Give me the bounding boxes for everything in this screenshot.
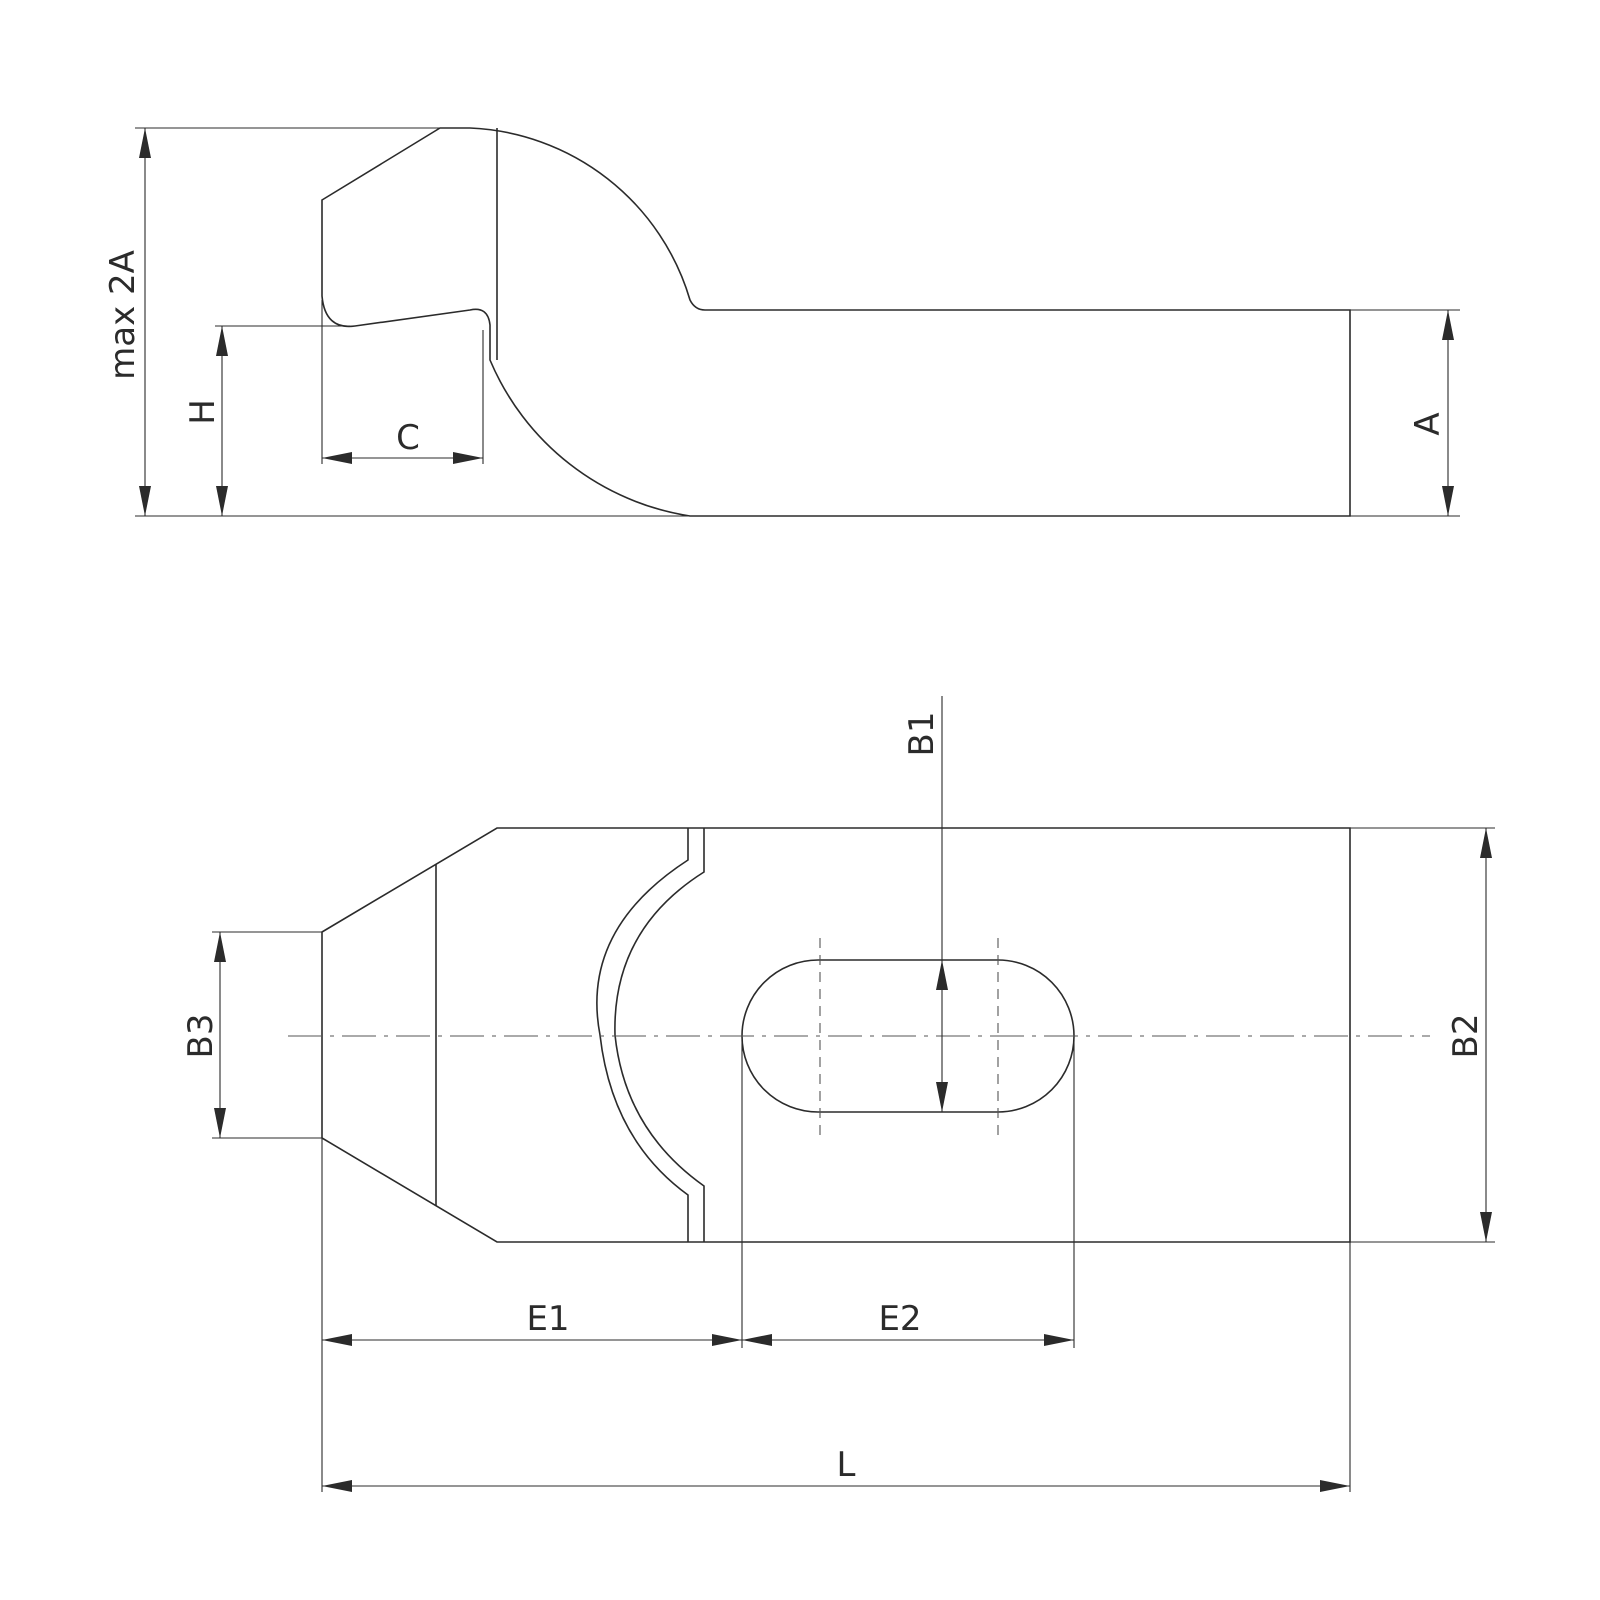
a-arrow-bottom bbox=[1442, 486, 1454, 516]
top-view: B1 B2 B3 E1 E2 L bbox=[181, 696, 1495, 1492]
e2-arrow-left bbox=[742, 1334, 772, 1346]
b2-arrow-top bbox=[1480, 828, 1492, 858]
h-arrow-top bbox=[216, 326, 228, 356]
b1-arrow-top bbox=[936, 960, 948, 990]
l-arrow-right bbox=[1320, 1480, 1350, 1492]
a-arrow-top bbox=[1442, 310, 1454, 340]
max-2a-arrow-bottom bbox=[139, 486, 151, 516]
e2-arrow-right bbox=[1044, 1334, 1074, 1346]
a-label: A bbox=[1408, 412, 1448, 435]
b3-arrow-bottom bbox=[214, 1108, 226, 1138]
b2-label: B2 bbox=[1446, 1014, 1486, 1059]
c-arrow-left bbox=[322, 452, 352, 464]
max-2a-label: max 2A bbox=[103, 250, 143, 380]
l-label: L bbox=[837, 1445, 856, 1485]
b3-label: B3 bbox=[181, 1014, 221, 1059]
h-label: H bbox=[183, 399, 223, 425]
side-view: max 2A H C A bbox=[103, 127, 1460, 517]
h-arrow-bottom bbox=[216, 486, 228, 516]
b1-arrow-bottom bbox=[936, 1082, 948, 1112]
top-view-outline bbox=[321, 827, 1351, 1243]
b2-arrow-bottom bbox=[1480, 1212, 1492, 1242]
l-arrow-left bbox=[322, 1480, 352, 1492]
c-label: C bbox=[396, 418, 420, 458]
e1-arrow-left bbox=[322, 1334, 352, 1346]
e1-arrow-right bbox=[712, 1334, 742, 1346]
side-view-outline bbox=[321, 127, 1351, 517]
max-2a-arrow-top bbox=[139, 128, 151, 158]
e1-label: E1 bbox=[526, 1299, 569, 1339]
b1-label: B1 bbox=[902, 712, 942, 757]
c-arrow-right bbox=[453, 452, 483, 464]
b3-arrow-top bbox=[214, 932, 226, 962]
e2-label: E2 bbox=[878, 1299, 921, 1339]
curved-notch bbox=[596, 828, 705, 1242]
